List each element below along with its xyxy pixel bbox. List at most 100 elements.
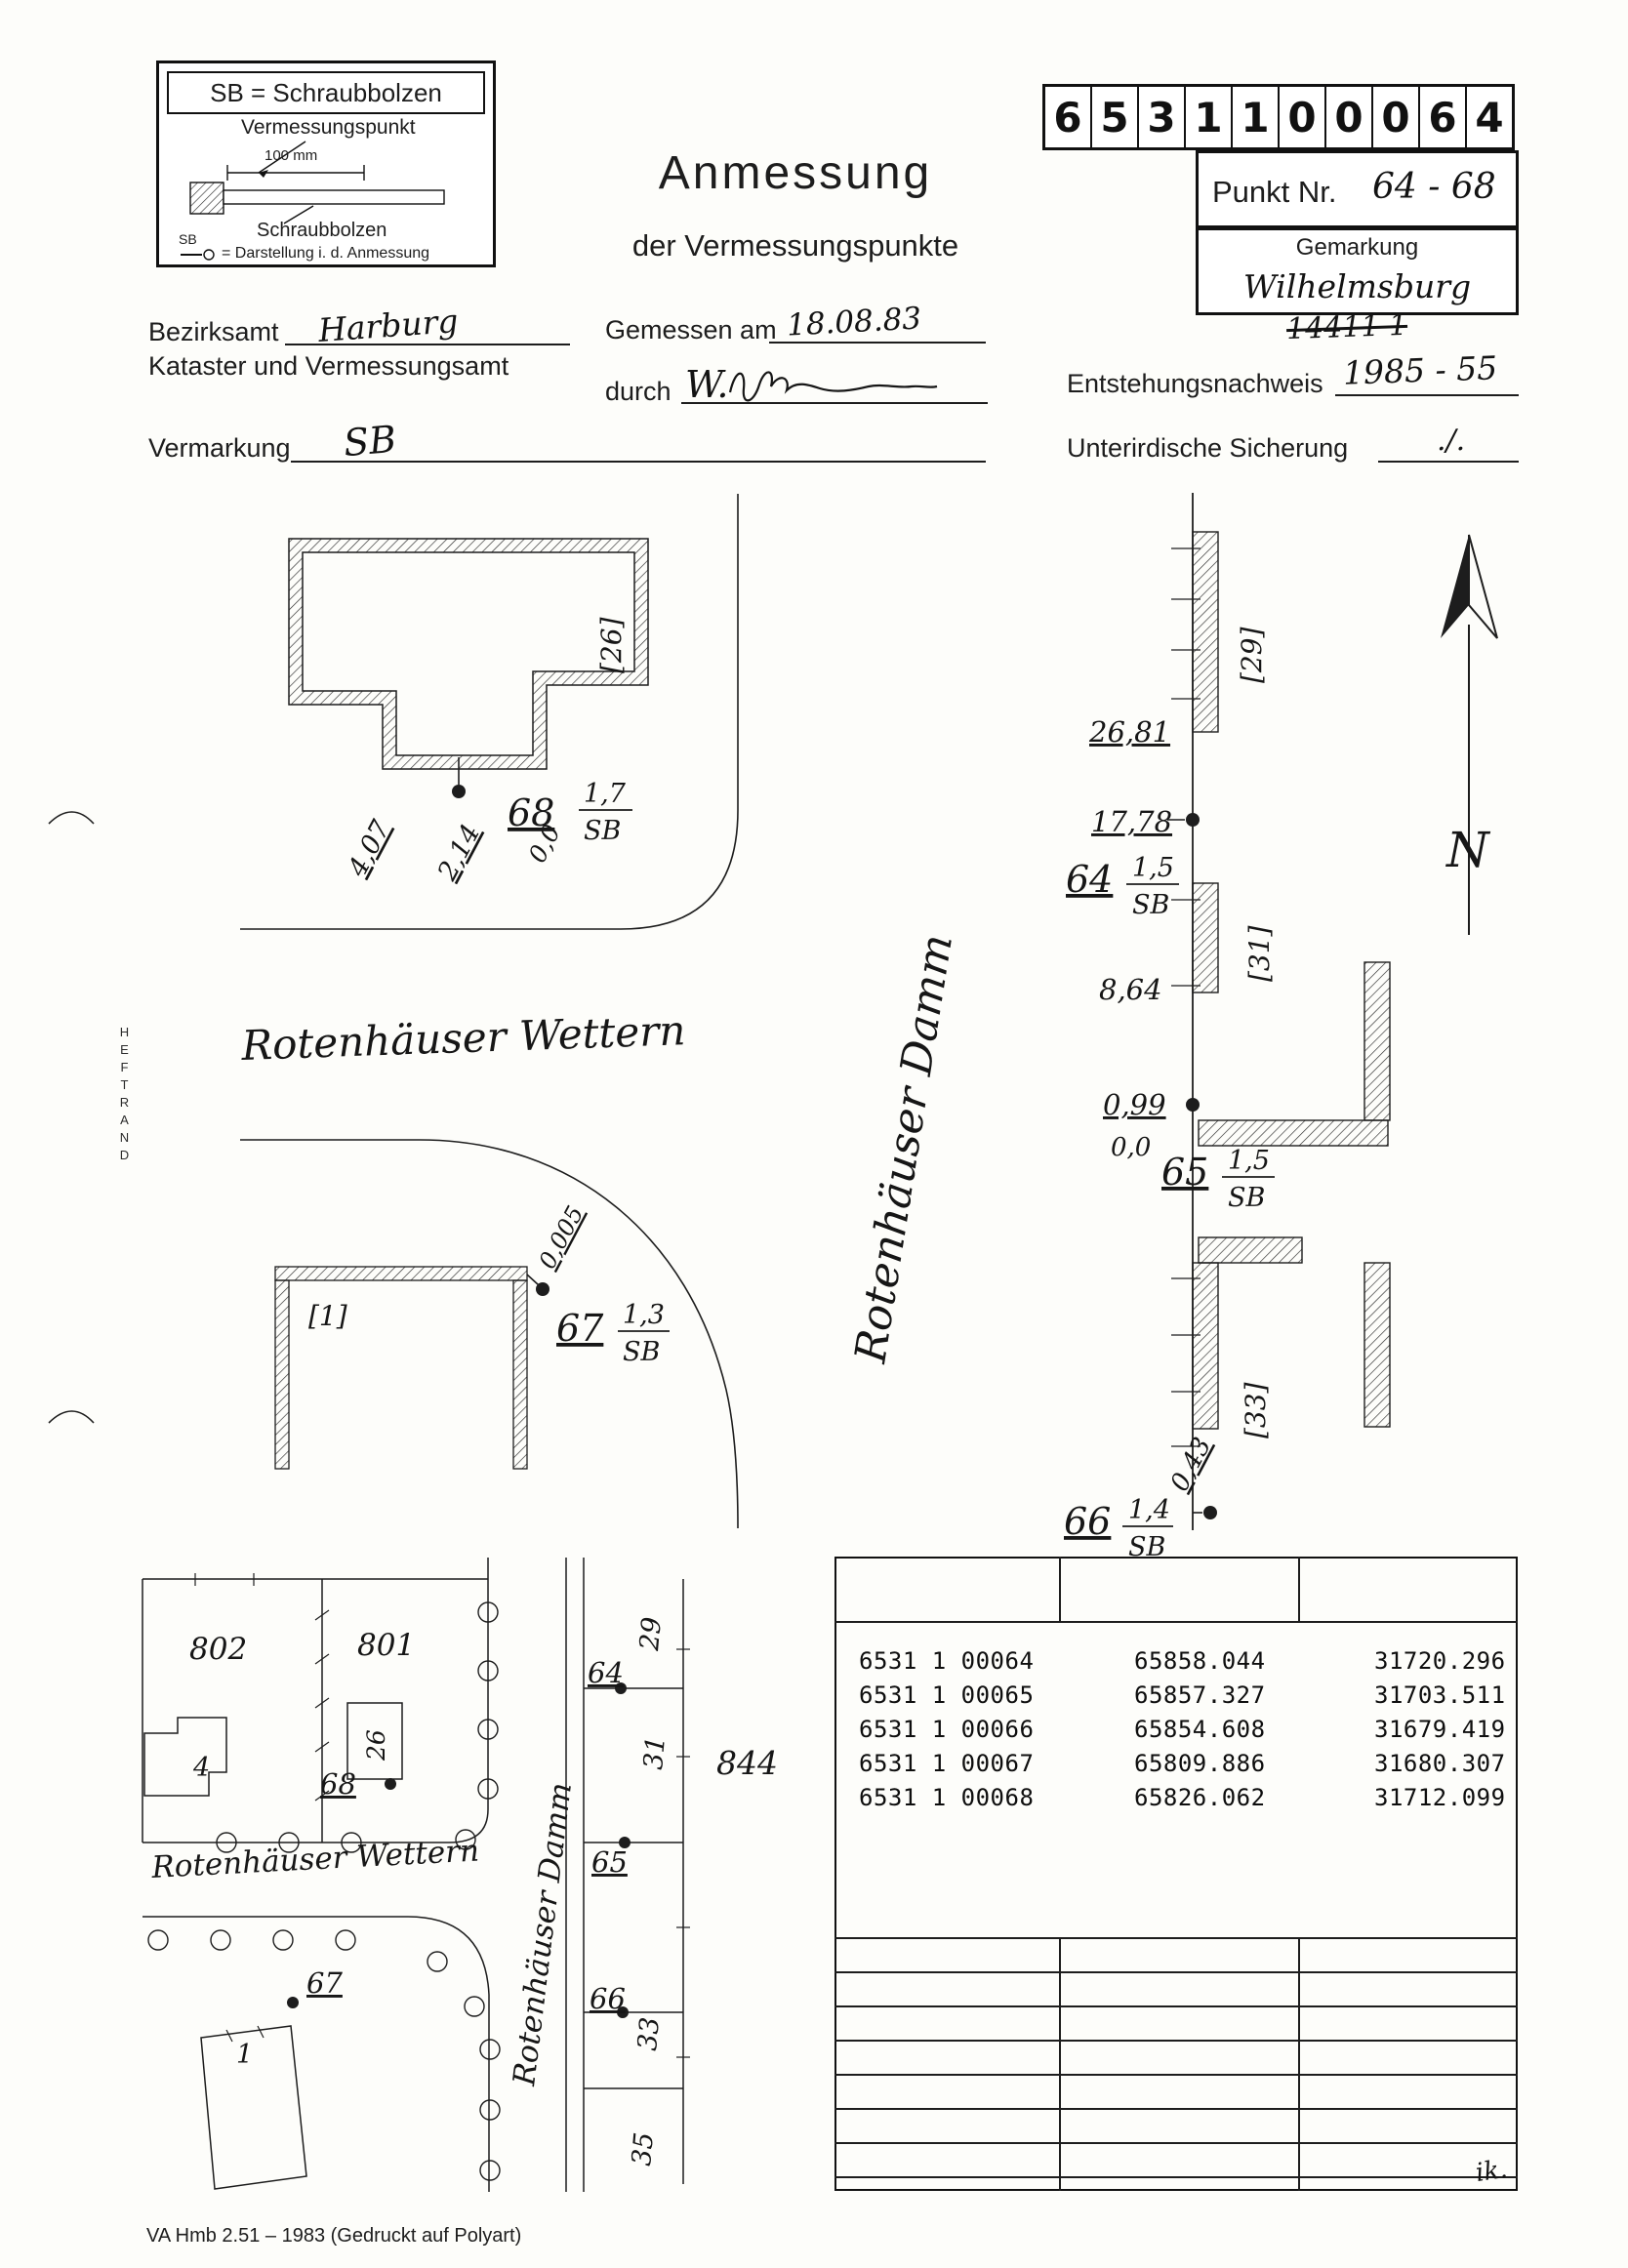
digit-cell: 6 <box>1053 93 1082 142</box>
gemarkung-box: Gemarkung Wilhelmsburg <box>1196 227 1519 315</box>
point-number: 6531 1 00066 <box>859 1716 1035 1743</box>
measure-0-43: 0,43 <box>1165 1433 1218 1496</box>
digit-cell: 4 <box>1465 87 1512 147</box>
unterirdische-sicherung-line <box>1378 461 1519 463</box>
coord-row: 6531 1 00066 65854.608 31679.419 <box>859 1716 1505 1749</box>
digit-cell: 0 <box>1324 87 1371 147</box>
punkt-nr-label: Punkt Nr. <box>1212 175 1337 209</box>
punkt-nr-value: 64 - 68 <box>1372 167 1496 207</box>
coordinate-table <box>834 1557 1518 2191</box>
crossed-out-entry: 14411 1 <box>1285 307 1408 347</box>
table-grid-hline <box>834 2176 1518 2178</box>
gemessen-am-line <box>769 342 986 344</box>
rechtswert: 65858.044 <box>1134 1647 1266 1675</box>
margin-mark-bottom <box>48 1410 95 1424</box>
map-point-66-label: 66 <box>590 1982 626 2015</box>
fraction-bars <box>579 809 1275 1527</box>
overview-map-labels: 802 801 4 26 68 29 64 31 844 65 66 33 35… <box>150 1616 778 2167</box>
entstehungsnachweis-value: 1985 - 55 <box>1342 348 1498 392</box>
map-parcel-801-label: 801 <box>357 1628 415 1663</box>
corner-building-wall-h <box>1198 1119 1389 1147</box>
gemessen-am-label: Gemessen am <box>605 315 777 344</box>
point-67-number: 67 <box>556 1307 604 1350</box>
legend-darstellung: = Darstellung i. d. Anmessung <box>222 245 430 262</box>
vermarkung-value: SB <box>342 417 398 466</box>
map-strip-33-label: 33 <box>632 2016 666 2052</box>
point-68-frac-den: SB <box>584 816 621 846</box>
building-29-label: [29] <box>1236 627 1268 683</box>
legend-vermessungspunkt: Vermessungspunkt <box>241 116 416 139</box>
rechtswert: 65854.608 <box>1134 1716 1266 1743</box>
map-point-65-label: 65 <box>591 1845 628 1879</box>
map-damm-west-upper <box>142 1558 489 1843</box>
survey-point-66 <box>1203 1506 1217 1519</box>
point-number: 6531 1 00065 <box>859 1681 1035 1709</box>
building-1-wall-right <box>512 1279 528 1470</box>
measure-4-07: 4,07 <box>342 815 396 882</box>
overview-map <box>142 1558 690 2192</box>
coord-row: 6531 1 00068 65826.062 31712.099 <box>859 1784 1506 1817</box>
building-26-walls <box>288 538 649 770</box>
chainage-17-78: 17,78 <box>1091 805 1172 838</box>
unterirdische-sicherung-label: Unterirdische Sicherung <box>1067 433 1349 463</box>
table-grid-hline <box>834 2005 1518 2007</box>
building-33-wall-top <box>1198 1236 1303 1264</box>
gemarkung-value: Wilhelmsburg <box>1242 267 1472 305</box>
durch-line <box>681 402 988 404</box>
table-header-rule <box>834 1621 1518 1623</box>
table-grid-vline <box>1298 1937 1300 2191</box>
map-parcel-1-label: 1 <box>236 2040 253 2070</box>
building-26-label: [26] <box>595 617 628 673</box>
margin-mark-top <box>48 811 95 825</box>
map-house-4-label: 4 <box>192 1753 210 1783</box>
unterirdische-sicherung-value: ./. <box>1437 424 1466 458</box>
durch-label: durch <box>605 377 672 406</box>
street-edge-south <box>240 1139 739 1529</box>
digit-cell: 0 <box>1371 87 1418 147</box>
point-65-number: 65 <box>1161 1151 1208 1194</box>
map-strip-29-label: 29 <box>634 1616 668 1653</box>
digit-cell: 1 <box>1184 87 1231 147</box>
point-64-number: 64 <box>1066 858 1113 901</box>
street-edge-north <box>240 494 739 930</box>
building-33-wall-right <box>1363 1262 1391 1428</box>
building-33-wall-left <box>1192 1262 1219 1430</box>
map-wettern-south <box>142 1916 490 2192</box>
map-strip-31-label: 31 <box>638 1735 672 1771</box>
heftrand-label: HEFTRAND <box>117 1025 132 1165</box>
point-number: 6531 1 00068 <box>859 1784 1035 1811</box>
digit-cell: 1 <box>1231 87 1278 147</box>
map-house-26 <box>346 1702 403 1780</box>
map-point-66 <box>617 2006 629 2018</box>
point-id-digit-boxes: 6 5 3 1 1 0 0 0 6 4 <box>1042 84 1515 150</box>
coord-row: 6531 1 00065 65857.327 31703.511 <box>859 1681 1505 1715</box>
point-66-number: 66 <box>1064 1500 1111 1543</box>
building-33-label: [33] <box>1240 1382 1272 1438</box>
survey-point-64 <box>1186 813 1200 827</box>
rechtswert: 65826.062 <box>1134 1784 1266 1811</box>
table-grid-hline <box>834 1971 1518 1973</box>
map-point-68-label: 68 <box>320 1767 356 1801</box>
hochwert: 31712.099 <box>1374 1784 1506 1811</box>
map-point-67-label: 67 <box>306 1966 343 2000</box>
building-1-wall-top <box>274 1266 528 1281</box>
point-65-frac-den: SB <box>1228 1183 1265 1213</box>
legend-scale-label: 100 mm <box>265 147 318 164</box>
gemessen-am-value: 18.08.83 <box>786 301 922 344</box>
point-number: 6531 1 00067 <box>859 1750 1035 1777</box>
chainage-26-81: 26,81 <box>1088 715 1170 749</box>
digit-cell: 3 <box>1137 87 1184 147</box>
survey-point-65 <box>1186 1098 1200 1112</box>
bezirksamt-line <box>285 344 570 345</box>
measure-2-14: 2,14 <box>431 820 486 887</box>
punkt-nr-box: Punkt Nr. 64 - 68 <box>1196 150 1519 228</box>
point-65-frac-num: 1,5 <box>1228 1146 1270 1176</box>
durch-value: W. <box>685 363 729 406</box>
gemarkung-label: Gemarkung <box>1295 234 1419 261</box>
legend-box: SB = Schraubbolzen Vermessungspunkt <box>156 61 496 267</box>
map-street-damm-label: Rotenhäuser Damm <box>507 1781 579 2088</box>
table-grid-hline <box>834 2040 1518 2042</box>
point-number: 6531 1 00064 <box>859 1647 1035 1675</box>
map-strip-35-label: 35 <box>627 2131 660 2167</box>
map-point-65 <box>619 1837 631 1848</box>
